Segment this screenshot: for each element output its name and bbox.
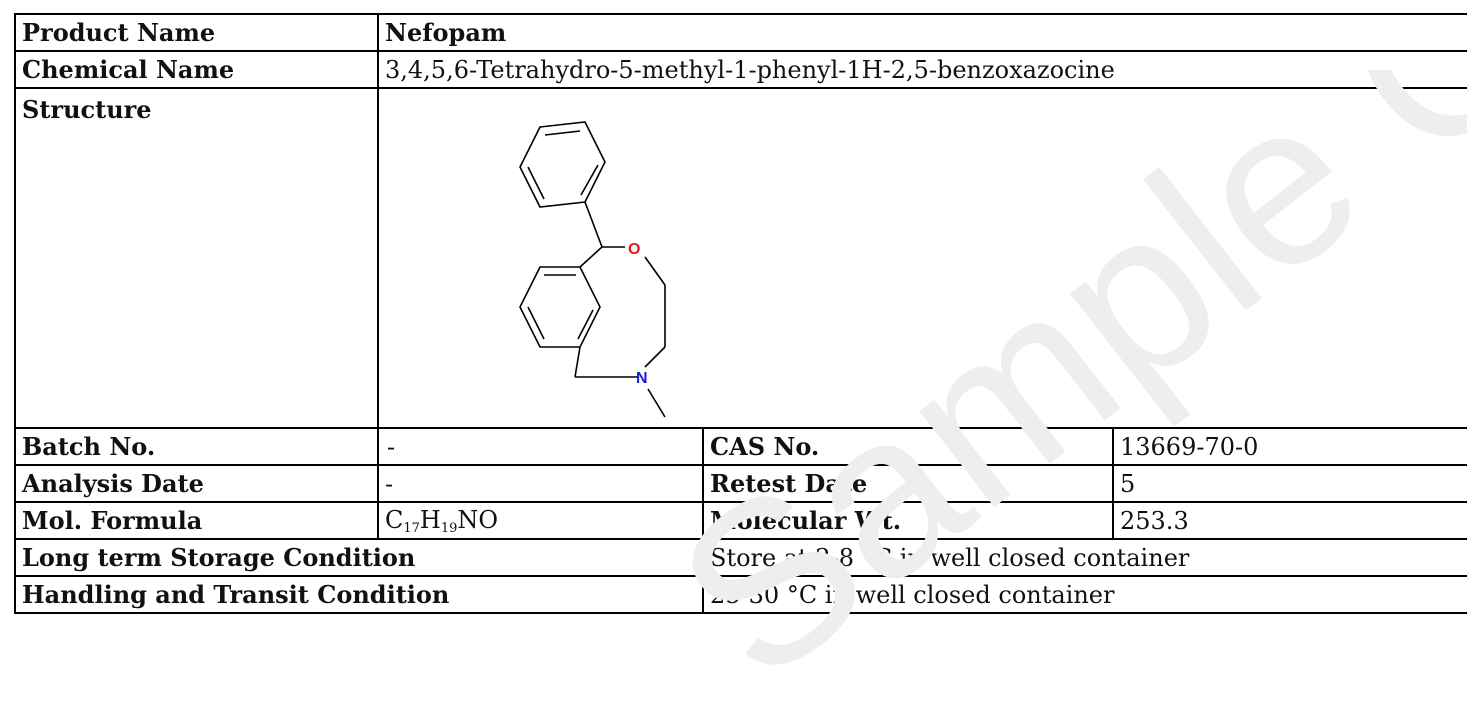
structure-cell: O N	[376, 87, 1467, 429]
structure-label: Structure	[14, 87, 379, 429]
formula-h-count: 19	[440, 520, 458, 536]
row-batch-cas: Batch No. - CAS No. 13669-70-0	[14, 427, 1467, 466]
structure-bonds	[519, 121, 666, 418]
cas-no-label: CAS No.	[702, 427, 1114, 466]
mol-formula-label: Mol. Formula	[14, 501, 379, 540]
nefopam-structure-image: O N	[519, 121, 666, 418]
retest-date-label: Retest Date	[702, 464, 1114, 503]
storage-condition-label: Long term Storage Condition	[14, 538, 704, 577]
retest-date-value: 5	[1111, 464, 1467, 503]
row-analysis-retest: Analysis Date - Retest Date 5	[14, 464, 1467, 503]
row-structure: Structure	[14, 87, 1467, 429]
molecular-wt-label: Molecular Wt.	[702, 501, 1114, 540]
molecular-wt-value: 253.3	[1111, 501, 1467, 540]
formula-h: H	[419, 505, 441, 534]
storage-condition-value: Store at 2-8 °C in well closed container	[701, 538, 1467, 577]
batch-no-value: -	[377, 427, 704, 466]
chemical-name-value: 3,4,5,6-Tetrahydro-5-methyl-1-phenyl-1H-…	[376, 50, 1467, 89]
nitrogen-atom-label: N	[636, 370, 648, 387]
formula-c-count: 17	[403, 520, 420, 536]
row-storage: Long term Storage Condition Store at 2-8…	[14, 538, 1467, 577]
handling-condition-label: Handling and Transit Condition	[14, 575, 704, 614]
analysis-date-value: -	[377, 464, 704, 503]
mol-formula-value: C17H19NO	[377, 501, 704, 540]
formula-rest: NO	[457, 505, 499, 534]
chemical-name-label: Chemical Name	[14, 50, 379, 89]
row-formula-weight: Mol. Formula C17H19NO Molecular Wt. 253.…	[14, 501, 1467, 540]
product-name-label: Product Name	[14, 13, 379, 52]
product-name-value: Nefopam	[376, 13, 1467, 52]
row-handling: Handling and Transit Condition 25-30 °C …	[14, 575, 1467, 614]
handling-condition-value: 25-30 °C in well closed container	[701, 575, 1467, 614]
row-chemical-name: Chemical Name 3,4,5,6-Tetrahydro-5-methy…	[14, 50, 1467, 89]
analysis-date-label: Analysis Date	[14, 464, 379, 503]
cas-no-value: 13669-70-0	[1111, 427, 1467, 466]
oxygen-atom-label: O	[628, 241, 640, 258]
row-product-name: Product Name Nefopam	[14, 13, 1467, 52]
batch-no-label: Batch No.	[14, 427, 379, 466]
formula-c: C	[385, 505, 404, 534]
coa-table: Product Name Nefopam Chemical Name 3,4,5…	[14, 13, 1467, 614]
